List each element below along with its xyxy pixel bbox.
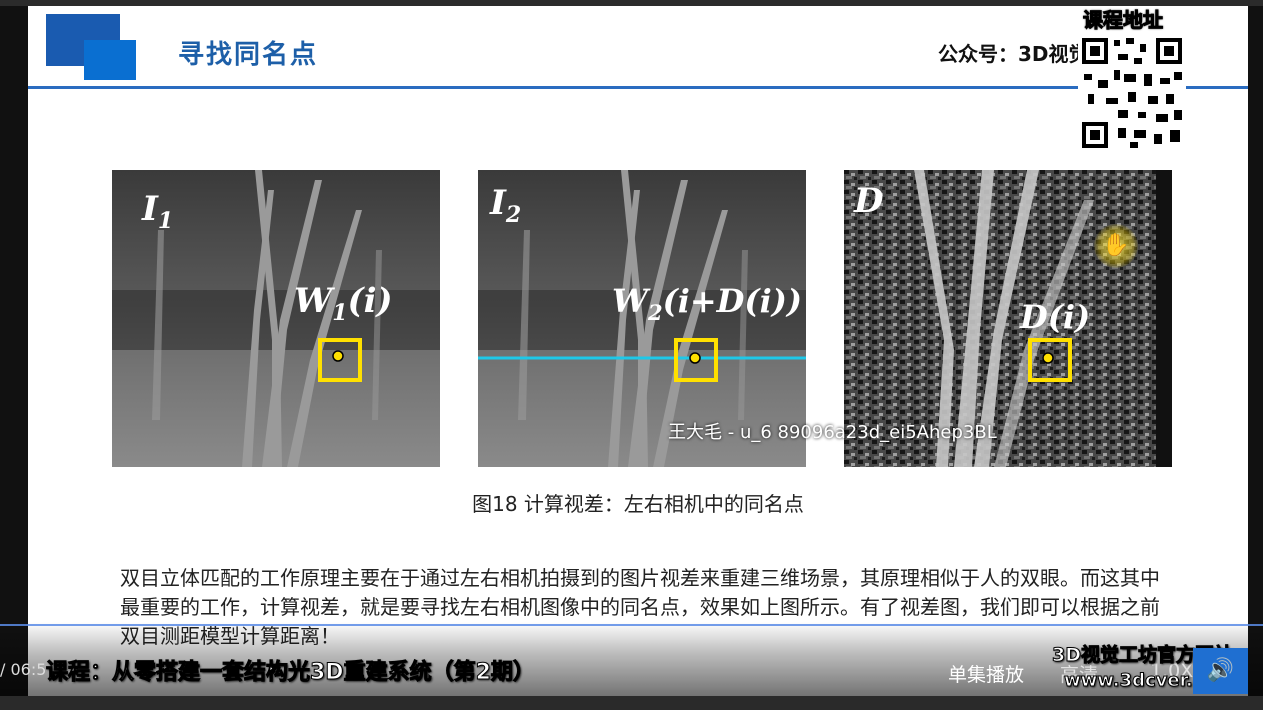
left-image-panel: I1 W1(i) [112, 170, 440, 467]
disparity-corner-label: D [853, 181, 884, 221]
right-window-label: W2(i+D(i)) [612, 282, 802, 325]
site-name: 3D视觉工坊官方网站 [1052, 644, 1234, 667]
course-title: 课程：从零搭建一套结构光3D重建系统（第2期） [46, 660, 536, 686]
site-url: www.3dcver.com [1064, 670, 1236, 692]
right-image-panel: I2 W2(i+D(i)) [478, 170, 806, 467]
disparity-match-window [1028, 338, 1072, 382]
left-image-corner-label: I1 [141, 189, 173, 234]
volume-icon[interactable]: 🔊 [1193, 648, 1248, 694]
left-match-point [332, 350, 344, 362]
speed-button[interactable]: 1.0X [1150, 660, 1194, 682]
slide-title: 寻找同名点 [178, 40, 319, 70]
right-image-corner-label: I2 [489, 183, 521, 228]
progress-bar[interactable] [0, 624, 1263, 626]
disparity-point-label: D(i) [1019, 298, 1090, 336]
left-match-window [318, 338, 362, 382]
user-watermark: 王大毛 - u_6 89096a23d_ei5Ahep3BL [668, 422, 997, 443]
left-window-label: W1(i) [294, 281, 393, 326]
qr-code[interactable] [1078, 34, 1186, 152]
quality-button[interactable]: 高清 [1060, 664, 1099, 686]
qr-label: 课程地址 [1083, 8, 1164, 33]
disparity-map-panel: D D(i) [844, 170, 1172, 467]
top-bar [0, 0, 1263, 6]
left-letterbox [0, 6, 28, 696]
slide-logo-block-2 [84, 40, 136, 80]
player-control-bar [0, 622, 1263, 696]
right-match-point [689, 352, 701, 364]
hand-cursor-icon: ✋ [1094, 224, 1138, 268]
figure-caption: 图18 计算视差：左右相机中的同名点 [472, 492, 804, 516]
single-play-button[interactable]: 单集播放 [948, 664, 1025, 686]
slide: 寻找同名点 公众号：3D视觉工坊 I1 [28, 6, 1248, 696]
right-match-window [674, 338, 718, 382]
time-display: / 06:5 [0, 660, 47, 679]
right-letterbox [1248, 6, 1263, 696]
qr-code-secondary [1186, 12, 1220, 82]
disparity-match-point [1042, 352, 1054, 364]
title-rule [28, 86, 1248, 89]
bottom-bar [0, 696, 1263, 710]
